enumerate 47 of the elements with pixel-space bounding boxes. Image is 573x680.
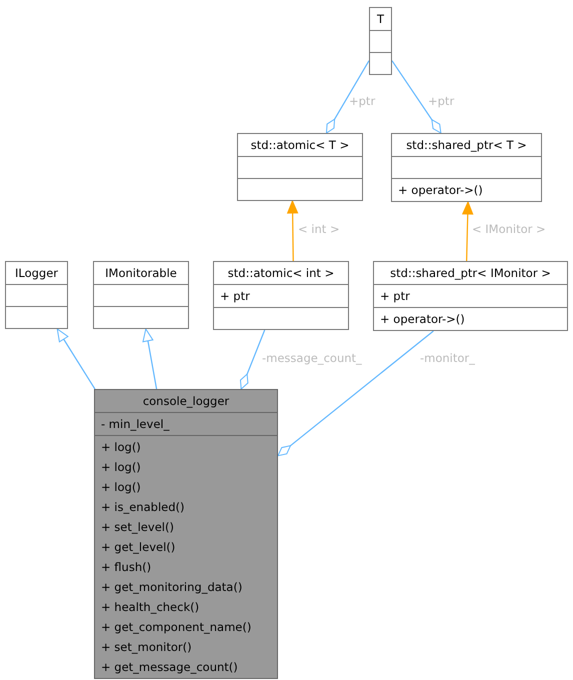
template-arrow: [287, 200, 298, 261]
class-name: std::atomic< T >: [250, 137, 350, 154]
edge-label: -monitor_: [420, 351, 475, 365]
method-entry: + get_monitoring_data(): [100, 579, 244, 596]
class-name: std::atomic< int >: [226, 265, 336, 282]
aggregation-connector: [392, 60, 442, 134]
edge-label: < IMonitor >: [472, 222, 546, 236]
method-entry: + log(): [100, 439, 142, 456]
class-box: [213, 261, 349, 330]
class-box: [94, 389, 278, 679]
edge-label: -message_count_: [262, 351, 362, 365]
class-name: ILogger: [14, 265, 60, 282]
attribute-entry: + ptr: [379, 288, 411, 305]
class-name: T: [376, 11, 386, 28]
method-entry: + log(): [100, 479, 142, 496]
method-entry: + is_enabled(): [100, 499, 186, 516]
class-name: console_logger: [142, 393, 230, 410]
class-box: [5, 261, 68, 329]
aggregation-connector: [326, 60, 370, 134]
class-box: [93, 261, 189, 329]
method-entry: + set_monitor(): [100, 639, 193, 656]
method-entry: + log(): [100, 459, 142, 476]
method-entry: + health_check(): [100, 599, 200, 616]
attribute-entry: - min_level_: [100, 416, 170, 433]
template-arrow: [462, 202, 474, 262]
attribute-entry: + ptr: [219, 288, 251, 305]
method-entry: + operator->(): [397, 182, 484, 199]
aggregation-connector: [278, 330, 434, 456]
method-entry: + get_component_name(): [100, 619, 252, 636]
method-entry: + get_message_count(): [100, 659, 239, 676]
method-entry: + get_level(): [100, 539, 176, 556]
class-name: std::shared_ptr< T >: [405, 137, 528, 154]
class-name: IMonitorable: [104, 265, 178, 282]
edge-label: +ptr: [428, 94, 454, 108]
method-entry: + flush(): [100, 559, 152, 576]
class-name: std::shared_ptr< IMonitor >: [389, 265, 552, 282]
method-entry: + operator->(): [379, 311, 466, 328]
type-parameter-box: [369, 7, 392, 75]
class-box: [237, 133, 363, 201]
method-entry: + set_level(): [100, 519, 175, 536]
class-box: [391, 133, 542, 202]
inheritance-arrow: [56, 328, 96, 390]
inheritance-arrow: [142, 328, 158, 390]
edge-label: +ptr: [349, 94, 376, 108]
edge-label: < int >: [298, 222, 340, 236]
aggregation-connector: [240, 330, 266, 390]
class-box: [373, 261, 568, 331]
